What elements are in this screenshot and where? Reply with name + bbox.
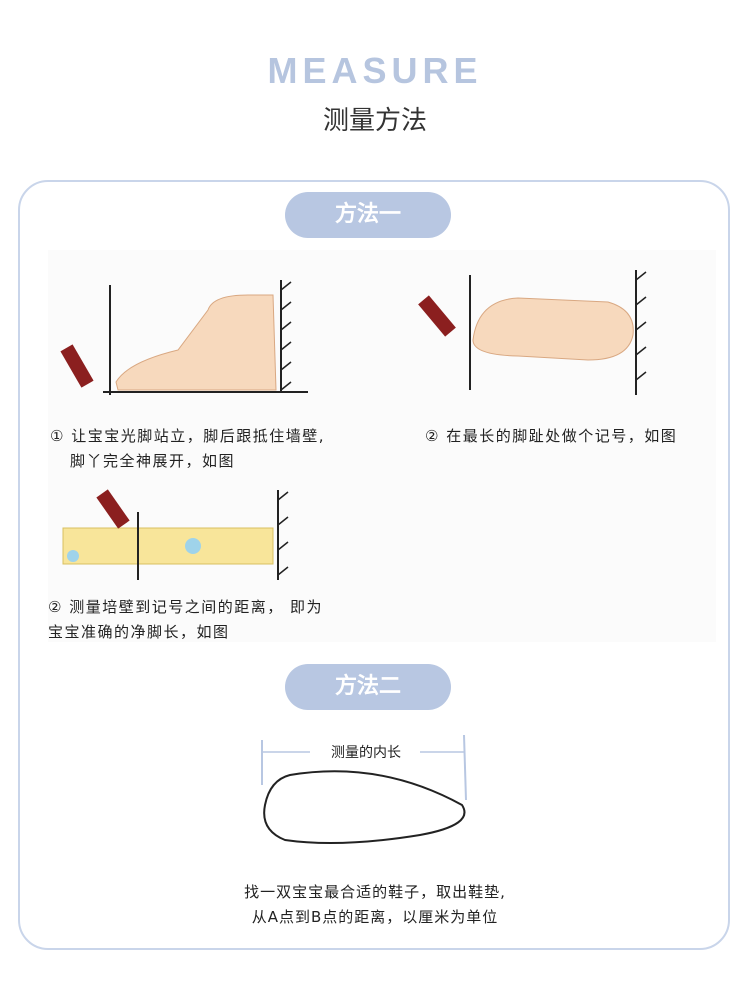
method-two-instruction: 找一双宝宝最合适的鞋子，取出鞋垫, 从A点到B点的距离，以厘米为单位 bbox=[0, 880, 750, 930]
step-two-text: ② 在最长的脚趾处做个记号，如图 bbox=[425, 427, 678, 445]
toe-mark-figure bbox=[418, 270, 647, 395]
method-one-illustrations bbox=[48, 250, 716, 642]
step-one-line1: ① 让宝宝光脚站立，脚后跟抵住墙壁, bbox=[50, 427, 325, 445]
step-one-line2: 脚丫完全神展开，如图 bbox=[70, 452, 236, 470]
measure-card bbox=[18, 180, 730, 950]
method-one-badge: 方法一 bbox=[285, 192, 451, 238]
step-one-text: ① 让宝宝光脚站立，脚后跟抵住墙壁, 脚丫完全神展开，如图 bbox=[50, 424, 325, 474]
step-three-text: ② 测量培壁到记号之间的距离， 即为 宝宝准确的净脚长，如图 bbox=[48, 595, 323, 645]
inner-length-label: 测量的内长 bbox=[331, 745, 401, 761]
insole-diagram bbox=[261, 734, 467, 845]
page-subtitle: 测量方法 bbox=[322, 106, 427, 136]
instruction-line2: 从A点到B点的距离，以厘米为单位 bbox=[251, 908, 499, 926]
foot-measure-illustration bbox=[60, 270, 647, 580]
standing-foot-figure bbox=[60, 280, 308, 395]
step-three-line1: ② 测量培壁到记号之间的距离， 即为 bbox=[48, 598, 323, 616]
instruction-line1: 找一双宝宝最合适的鞋子，取出鞋垫, bbox=[244, 883, 506, 901]
step-three-line2: 宝宝准确的净脚长，如图 bbox=[48, 623, 230, 641]
page-title: MEASURE bbox=[267, 50, 483, 91]
ruler-figure bbox=[62, 489, 289, 580]
method-two-badge: 方法二 bbox=[285, 664, 451, 710]
